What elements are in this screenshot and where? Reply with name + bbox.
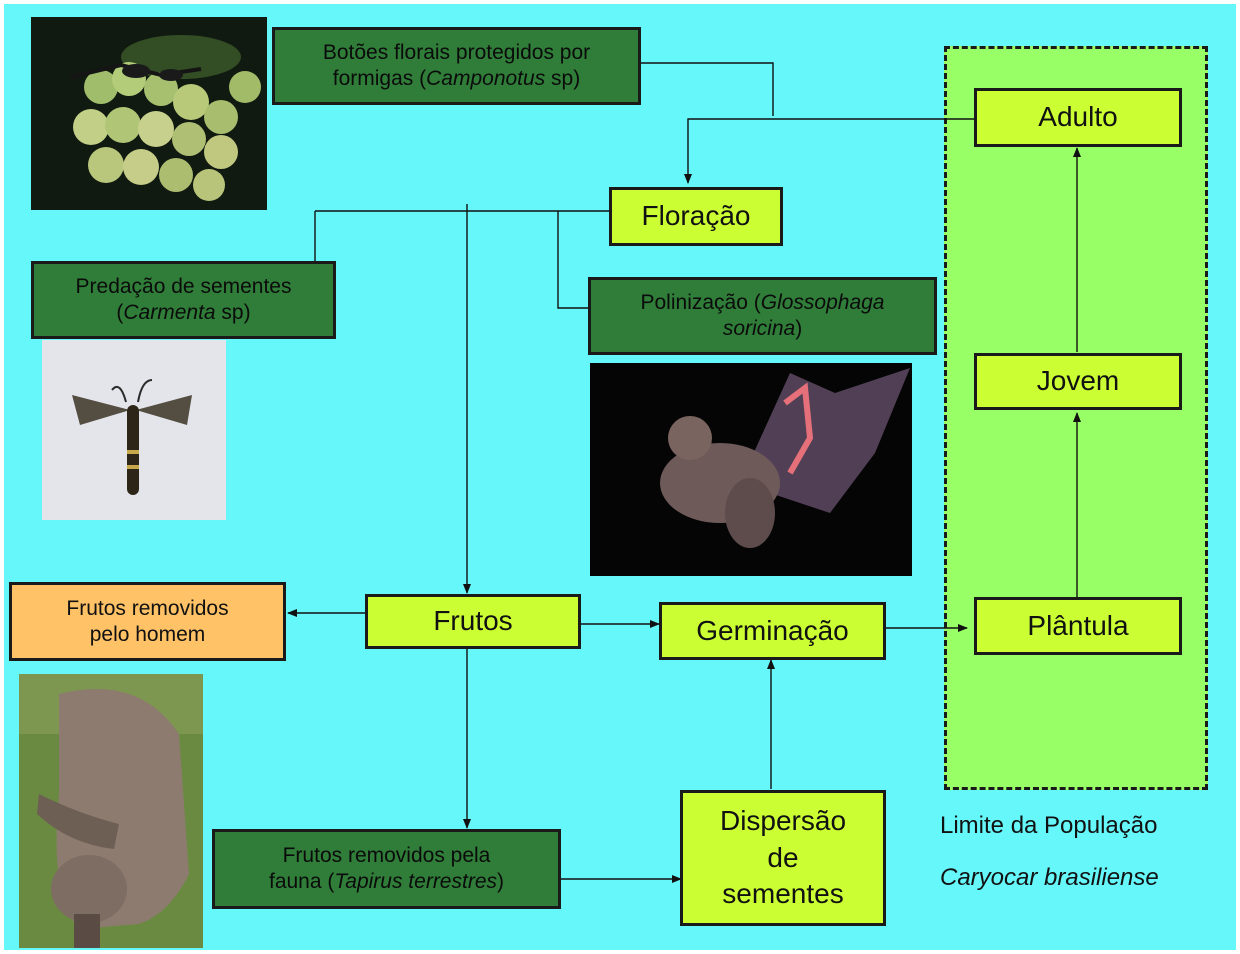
polinizacao-box: Polinização (Glossophaga soricina)	[588, 277, 937, 355]
tapir-illustration	[19, 674, 203, 948]
glossophaga-bat-photo	[590, 363, 912, 576]
germinacao-box: Germinação	[659, 602, 886, 660]
moth-illustration	[42, 340, 226, 520]
botoes-florais-box: Botões florais protegidos por formigas (…	[272, 27, 641, 105]
ant-on-flower-buds-photo	[31, 17, 267, 210]
bat-illustration	[590, 363, 912, 576]
adulto-box: Adulto	[974, 88, 1182, 147]
line-botoes-connector	[640, 63, 773, 116]
flower-buds-illustration	[31, 17, 267, 210]
dispersao-sementes-box: Dispersão de sementes	[680, 790, 886, 926]
frutos-removidos-homem-box: Frutos removidos pelo homem	[9, 582, 286, 661]
population-limit-label: Limite da População	[940, 812, 1157, 840]
carmenta-moth-photo	[42, 340, 226, 520]
plantula-box: Plântula	[974, 597, 1182, 655]
arrow-adulto-floracao	[688, 119, 975, 183]
jovem-box: Jovem	[974, 353, 1182, 410]
species-name-label: Caryocar brasiliense	[940, 864, 1159, 892]
predacao-sementes-box: Predação de sementes (Carmenta sp)	[31, 261, 336, 339]
tapir-photo	[19, 674, 203, 948]
floracao-box: Floração	[609, 187, 783, 246]
line-to-polinizacao	[558, 211, 590, 308]
frutos-box: Frutos	[365, 594, 581, 649]
frutos-removidos-fauna-box: Frutos removidos pela fauna (Tapirus ter…	[212, 829, 561, 909]
